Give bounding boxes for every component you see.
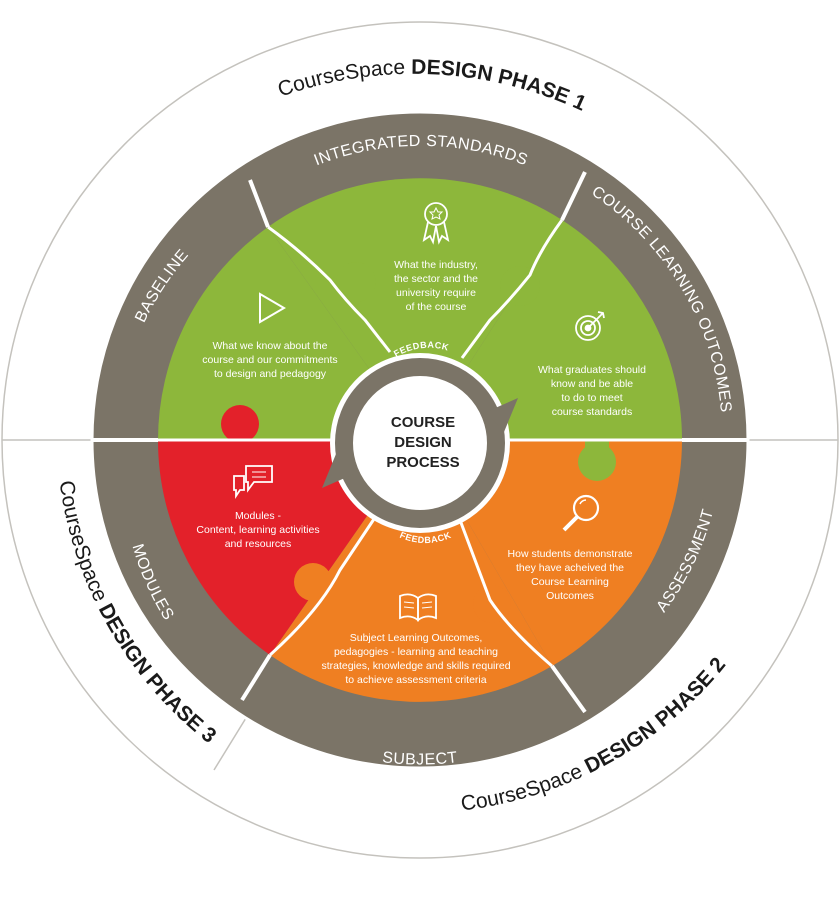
assessment-description: How students demonstrate they have achei… — [508, 548, 633, 602]
svg-text:university require: university require — [396, 287, 476, 299]
subject-description: Subject Learning Outcomes, pedagogies - … — [321, 632, 510, 686]
baseline-description: What we know about the course and our co… — [202, 340, 337, 380]
play-icon — [259, 292, 286, 324]
center-title-line-1: COURSE — [391, 414, 455, 431]
ring-label-subject: SUBJECT — [381, 749, 458, 768]
svg-text:the sector and the: the sector and the — [394, 273, 478, 285]
svg-text:How students demonstrate: How students demonstrate — [508, 548, 633, 560]
open-book-icon — [399, 593, 437, 622]
svg-text:to design and pedagogy: to design and pedagogy — [214, 368, 327, 380]
svg-text:Course Learning: Course Learning — [531, 576, 609, 588]
svg-text:pedagogies - learning and teac: pedagogies - learning and teaching — [334, 646, 498, 658]
feedback-arrow-left — [322, 454, 354, 488]
svg-text:What the industry,: What the industry, — [394, 259, 478, 271]
svg-text:Content, learning activities: Content, learning activities — [196, 524, 319, 536]
svg-text:and resources: and resources — [225, 538, 292, 550]
magnifier-icon — [562, 494, 600, 532]
target-icon — [575, 311, 605, 341]
svg-text:Modules -: Modules - — [235, 510, 282, 522]
standards-description: What the industry, the sector and the un… — [394, 259, 478, 313]
svg-text:Subject Learning Outcomes,: Subject Learning Outcomes, — [350, 632, 483, 644]
center-title-line-2: DESIGN — [394, 434, 452, 451]
svg-text:Outcomes: Outcomes — [546, 590, 594, 602]
feedback-arrow-right — [486, 398, 518, 432]
svg-text:to do to meet: to do to meet — [561, 392, 622, 404]
piece-standards — [268, 178, 562, 440]
award-ribbon-icon — [422, 202, 450, 245]
feedback-label-bottom: FEEDBACK — [398, 530, 452, 545]
svg-text:know and be able: know and be able — [551, 378, 633, 390]
svg-text:to achieve assessment criteria: to achieve assessment criteria — [345, 674, 486, 686]
svg-text:strategies, knowledge and skil: strategies, knowledge and skills require… — [321, 660, 510, 672]
svg-text:What we know about the: What we know about the — [213, 340, 328, 352]
svg-text:course standards: course standards — [552, 406, 633, 418]
chat-bubbles-icon — [233, 465, 273, 499]
center-disc — [356, 379, 484, 507]
svg-text:they have acheived the: they have acheived the — [516, 562, 624, 574]
center-title-line-3: PROCESS — [386, 454, 459, 471]
piece-subject — [270, 440, 552, 702]
svg-text:course and our commitments: course and our commitments — [202, 354, 337, 366]
modules-description: Modules - Content, learning activities a… — [196, 510, 319, 550]
svg-text:of the course: of the course — [406, 301, 467, 313]
feedback-cycle-band — [335, 358, 505, 528]
outcomes-description: What graduates should know and be able t… — [538, 364, 646, 418]
svg-text:What graduates should: What graduates should — [538, 364, 646, 376]
